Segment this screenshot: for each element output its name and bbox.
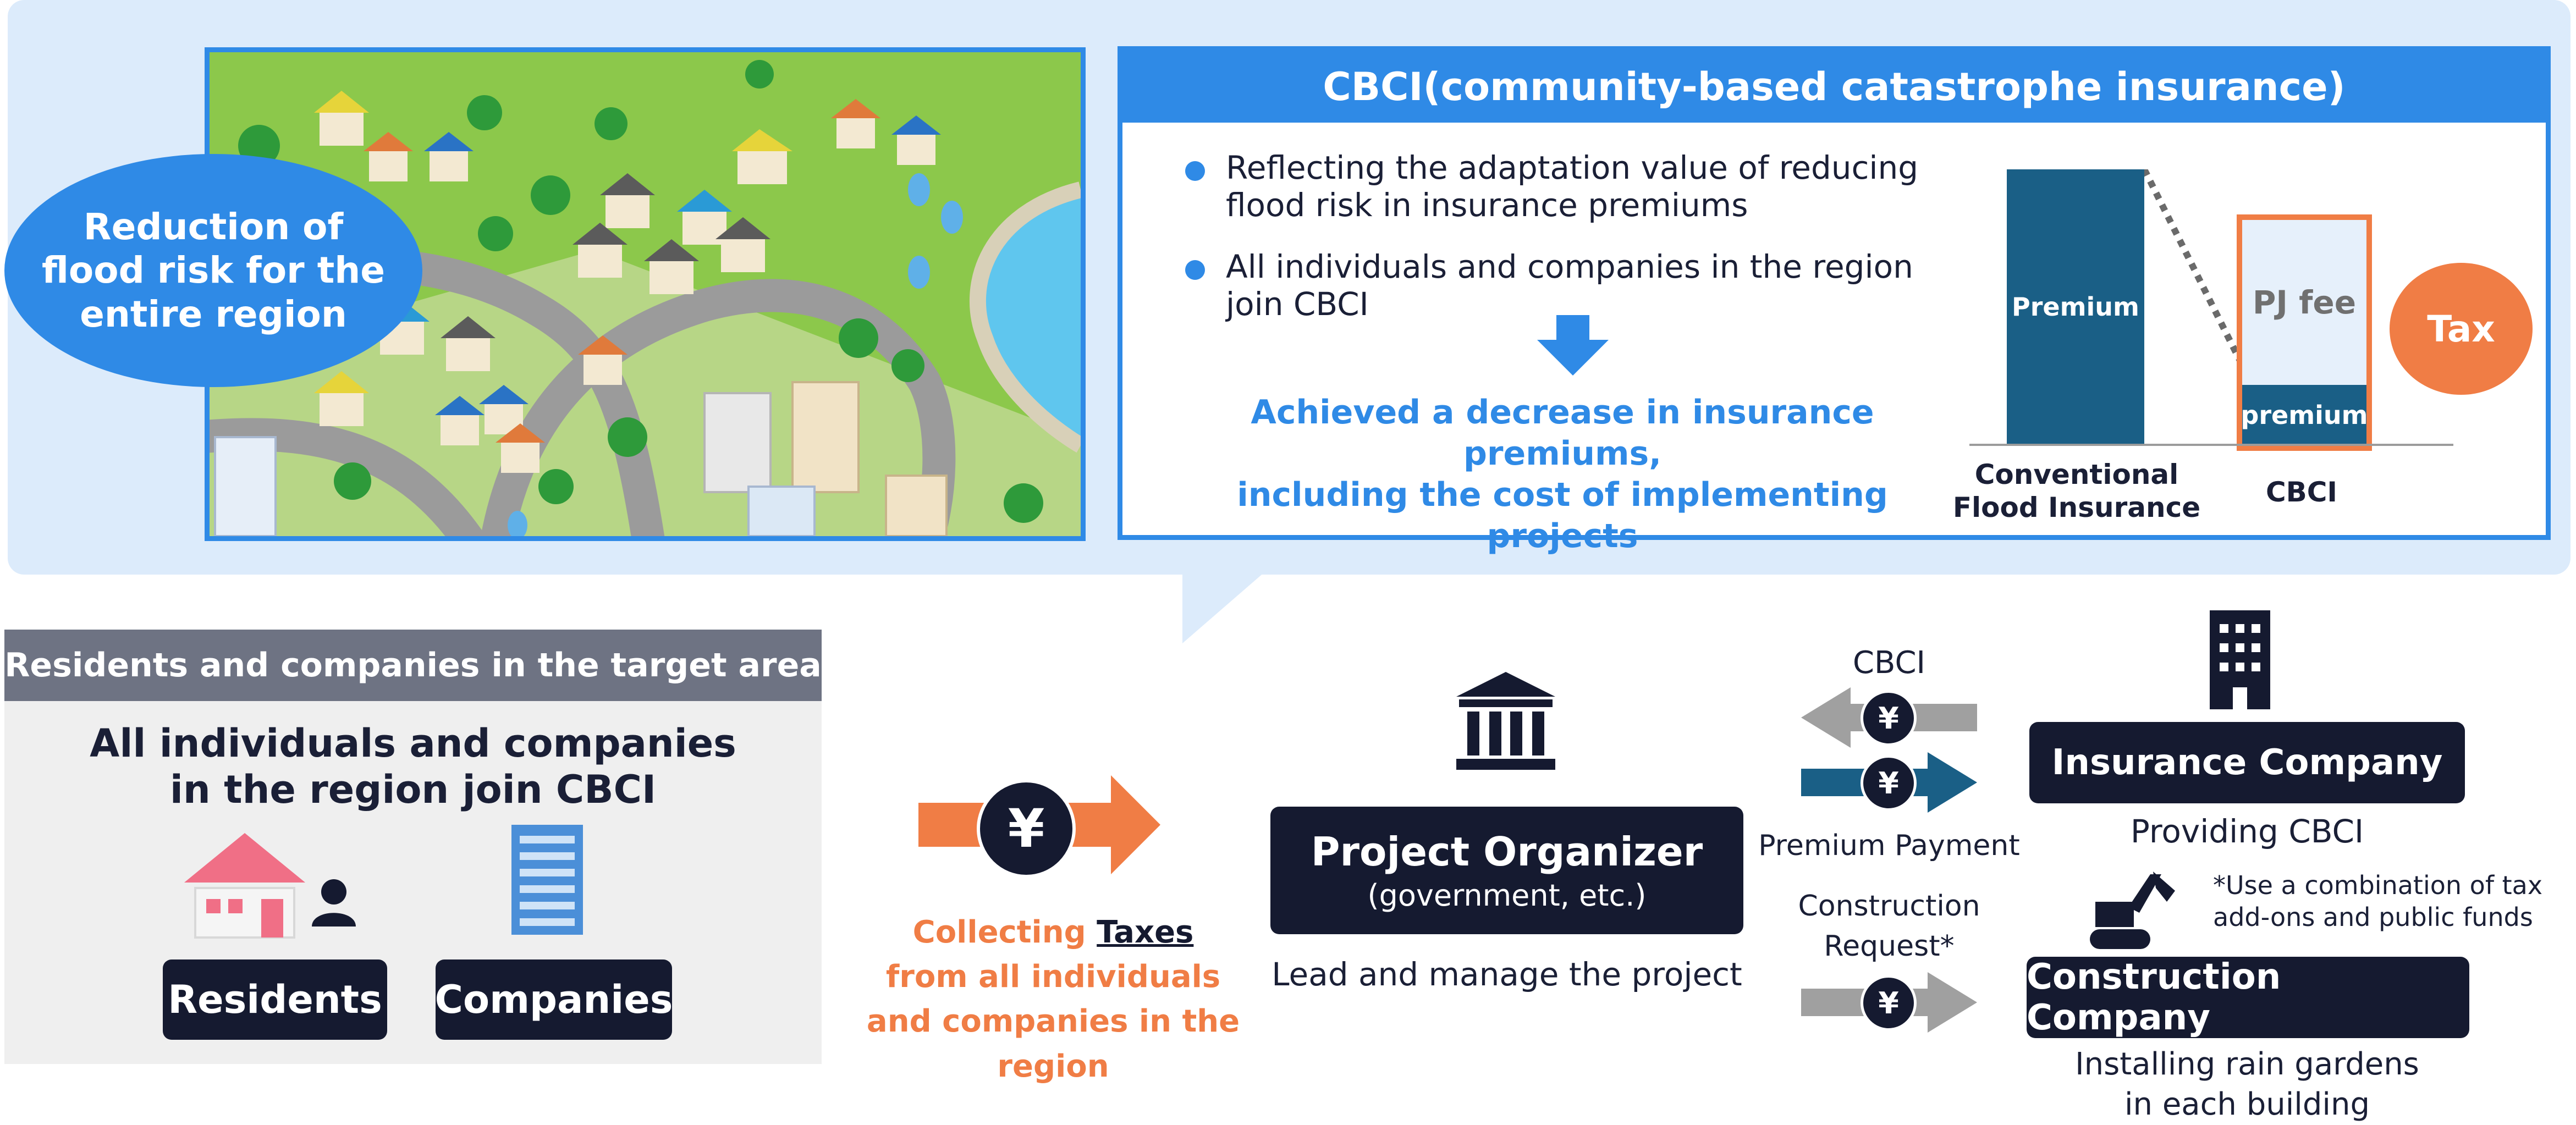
premium-payment-label: Premium Payment (1758, 829, 2020, 862)
map-drawing (210, 52, 1081, 536)
bullet-2: All individuals and companies in the reg… (1226, 248, 1913, 323)
flood-risk-bubble: Reduction of flood risk for the entire r… (4, 154, 422, 387)
collecting-taxes-line-2: from all individuals (885, 959, 1221, 995)
yen-icon: ¥ (1861, 690, 1917, 746)
cbci-panel: CBCI(community-based catastrophe insuran… (1118, 46, 2551, 555)
construction-caption-line-2: in each building (2124, 1086, 2370, 1122)
conventional-x-label: Conventional Flood Insurance (1947, 458, 2206, 524)
funding-note: *Use a combination of tax add-ons and pu… (2213, 870, 2576, 933)
result-line-1: Achieved a decrease in insurance premium… (1251, 393, 1874, 473)
cbci-premium-label: premium (2241, 385, 2368, 445)
taxes-word: Taxes (1097, 914, 1194, 950)
yen-icon: ¥ (1861, 975, 1917, 1031)
government-building-icon (1456, 672, 1555, 770)
office-building-icon (2210, 610, 2270, 709)
result-statement: Achieved a decrease in insurance premium… (1161, 392, 1964, 557)
tax-label: Tax (2427, 307, 2495, 350)
construction-caption-line-1: Installing rain gardens (2075, 1046, 2419, 1082)
tax-circle: Tax (2390, 263, 2533, 395)
region-map-illustration (205, 47, 1086, 541)
companies-label: Companies (435, 959, 673, 1040)
result-line-2: including the cost of implementing proje… (1237, 476, 1888, 555)
collecting-taxes-text: Collecting Taxes from all individuals an… (819, 910, 1287, 1089)
join-cbci-line-2: in the region join CBCI (169, 767, 657, 812)
target-area-panel (4, 630, 822, 1064)
cbci-flow-label: CBCI (1852, 645, 1926, 681)
company-building-icon (511, 825, 583, 935)
organizer-caption: Lead and manage the project (1272, 956, 1742, 993)
cbci-stacked-bar: PJ fee premium (2237, 214, 2372, 451)
person-icon (312, 879, 356, 927)
residents-label: Residents (163, 959, 387, 1040)
bullet-1: Reflecting the adaptation value of reduc… (1226, 149, 1919, 224)
construction-request-line-1: Construction (1798, 890, 1980, 923)
insurance-caption: Providing CBCI (2130, 813, 2364, 850)
collecting-taxes-line-3: and companies in the region (866, 1003, 1240, 1084)
bullet-dot (1185, 161, 1205, 181)
conventional-premium-label: Premium (2012, 292, 2139, 322)
yen-icon: ¥ (977, 779, 1076, 878)
organizer-title: Project Organizer (1311, 828, 1703, 875)
conventional-premium-bar: Premium (2007, 169, 2144, 444)
organizer-subtitle: (government, etc.) (1367, 878, 1647, 913)
construction-request-line-2: Request* (1824, 929, 1955, 963)
conventional-x-label-line1: Conventional (1974, 459, 2179, 490)
excavator-icon (2090, 872, 2175, 949)
target-area-header: Residents and companies in the target ar… (4, 630, 822, 701)
funding-note-line-1: *Use a combination of tax (2213, 870, 2543, 900)
house-icon (184, 833, 305, 939)
yen-icon: ¥ (1861, 755, 1917, 811)
join-cbci-line-1: All individuals and companies (90, 721, 736, 766)
construction-request-label: Construction Request* (1749, 886, 2029, 967)
bullet-dot (1185, 260, 1205, 280)
pj-fee-label: PJ fee (2252, 284, 2357, 321)
collecting-taxes-line-1: Collecting Taxes (819, 910, 1287, 955)
cbci-title: CBCI(community-based catastrophe insuran… (1122, 51, 2546, 123)
conventional-x-label-line2: Flood Insurance (1952, 492, 2201, 523)
down-arrow-icon (1537, 315, 1609, 376)
funding-note-line-2: add-ons and public funds (2213, 902, 2533, 932)
speech-tail (1182, 572, 1265, 643)
construction-company-box: Construction Company (2027, 957, 2469, 1038)
cbci-x-label: CBCI (2265, 476, 2338, 508)
collecting-prefix: Collecting (912, 914, 1097, 950)
insurance-company-box: Insurance Company (2029, 722, 2465, 803)
project-organizer-box: Project Organizer (government, etc.) (1270, 807, 1743, 934)
join-cbci-statement: All individuals and companies in the reg… (4, 720, 822, 813)
flood-risk-bubble-text: Reduction of flood risk for the entire r… (41, 206, 386, 335)
chart-baseline (1969, 444, 2453, 446)
construction-caption: Installing rain gardens in each building (2029, 1045, 2465, 1125)
